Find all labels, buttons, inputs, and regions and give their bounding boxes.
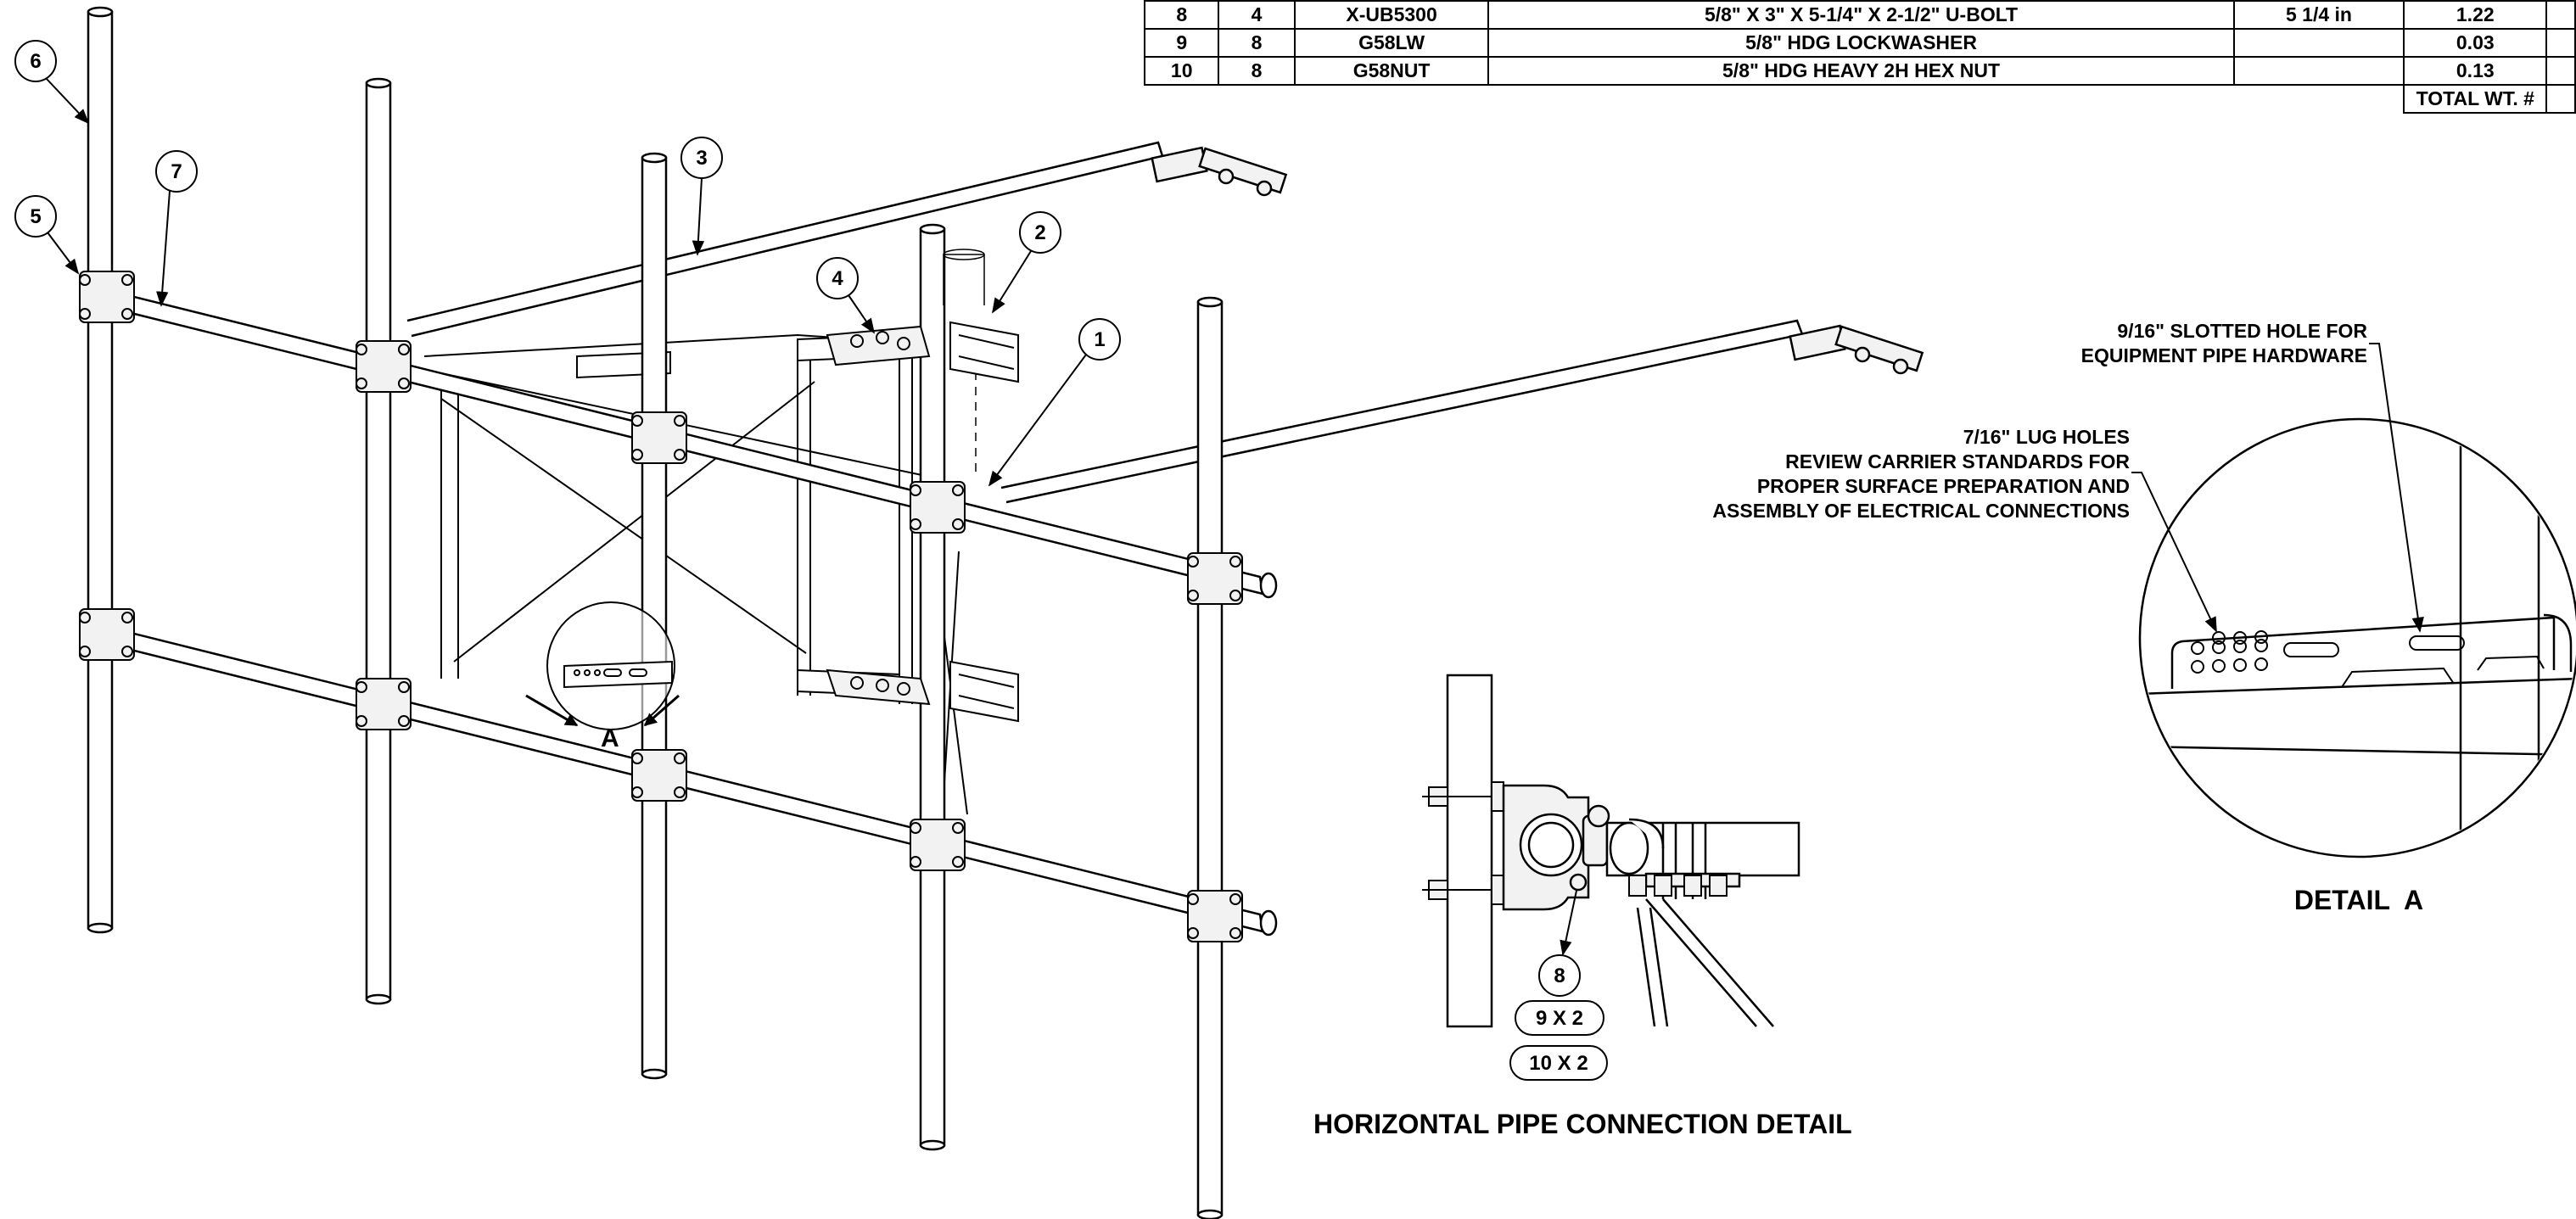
bom-cell: G58LW <box>1293 28 1490 58</box>
bom-cell: G58NUT <box>1293 56 1490 86</box>
balloon-4-label: 4 <box>832 267 843 290</box>
note-lug-holes-line4: ASSEMBLY OF ELECTRICAL CONNECTIONS <box>1712 500 2130 522</box>
balloon-1 <box>988 318 1121 487</box>
connection-callout-item: 8 <box>1554 965 1565 987</box>
balloon-1-label: 1 <box>1094 328 1105 351</box>
table-row: TOTAL WT. # <box>1145 84 2576 114</box>
vertical-pipes <box>87 6 1224 1219</box>
bom-cell: 1.22 <box>2403 0 2548 30</box>
bom-cell <box>2545 28 2576 58</box>
bom-cell: 10 <box>1143 56 1220 86</box>
bom-cell: 0.03 <box>2403 28 2548 58</box>
balloon-3-label: 3 <box>696 147 707 170</box>
connection-detail-title: HORIZONTAL PIPE CONNECTION DETAIL <box>1313 1109 1852 1139</box>
bom-cell: 5 1/4 in <box>2232 0 2405 30</box>
balloon-2 <box>992 211 1061 314</box>
bom-cell: 9 <box>1143 28 1220 58</box>
balloon-5 <box>14 195 80 275</box>
horizontal-pipes <box>92 285 1278 937</box>
clamp <box>631 411 687 464</box>
detail-a-indicator <box>525 601 680 730</box>
bom-cell: 8 <box>1218 28 1296 58</box>
clamp <box>79 271 135 323</box>
note-lug-holes-line1: 7/16" LUG HOLES <box>1963 426 2130 448</box>
bom-cell <box>2545 56 2576 86</box>
clamp <box>356 678 412 730</box>
isometric-mount-assembly <box>79 6 1924 1219</box>
total-weight-label: TOTAL WT. # <box>2403 84 2548 114</box>
note-lug-holes-line2: REVIEW CARRIER STANDARDS FOR <box>1785 450 2130 473</box>
bom-cell <box>2232 56 2405 86</box>
truss-bracing <box>423 333 968 824</box>
clamp <box>1187 890 1243 942</box>
clamp <box>1187 552 1243 605</box>
bom-cell: X-UB5300 <box>1293 0 1490 30</box>
clamp <box>79 608 135 661</box>
connection-callout-qty-10: 10 X 2 <box>1529 1052 1588 1075</box>
clamp <box>910 819 966 871</box>
clamp <box>631 749 687 802</box>
bom-cell: 5/8" X 3" X 5-1/4" X 2-1/2" U-BOLT <box>1487 0 2235 30</box>
crossover-clamps <box>79 271 1243 942</box>
balloon-2-label: 2 <box>1034 221 1045 244</box>
balloon-6 <box>14 40 90 125</box>
table-row: 9 8 G58LW 5/8" HDG LOCKWASHER 0.03 <box>1143 28 2576 58</box>
table-row: 8 4 X-UB5300 5/8" X 3" X 5-1/4" X 2-1/2"… <box>1143 0 2576 30</box>
balloon-callouts <box>14 40 1121 487</box>
hidden-pipe <box>943 249 985 475</box>
balloon-6-label: 6 <box>30 50 41 73</box>
note-lug-holes-line3: PROPER SURFACE PREPARATION AND <box>1757 475 2130 497</box>
bom-cell: 5/8" HDG HEAVY 2H HEX NUT <box>1487 56 2235 86</box>
bom-cell: 8 <box>1143 0 1220 30</box>
detail-a-view <box>2131 343 2576 858</box>
bom-cell: 4 <box>1218 0 1296 30</box>
balloon-4 <box>816 257 876 334</box>
bom-cell <box>2232 28 2405 58</box>
balloon-7-label: 7 <box>171 160 182 183</box>
connection-callout-qty-9: 9 X 2 <box>1536 1007 1583 1030</box>
clamp <box>356 340 412 393</box>
detail-a-marker: A <box>601 724 619 752</box>
bom-cell: 0.13 <box>2403 56 2548 86</box>
clamp <box>910 481 966 534</box>
bom-cell: 8 <box>1218 56 1296 86</box>
detail-a-title: DETAIL A <box>2294 885 2423 915</box>
total-weight-value <box>2545 84 2576 114</box>
balloon-7 <box>155 150 198 307</box>
detail-a-leaders <box>2131 343 2424 633</box>
bom-cell <box>2545 0 2576 30</box>
bill-of-materials-table: 8 4 X-UB5300 5/8" X 3" X 5-1/4" X 2-1/2"… <box>1143 0 2576 114</box>
mounting-plates <box>826 321 1019 723</box>
table-row: 10 8 G58NUT 5/8" HDG HEAVY 2H HEX NUT 0.… <box>1143 56 2576 86</box>
horizontal-pipe-connection-detail <box>1422 674 1800 1081</box>
note-slotted-hole-line2: EQUIPMENT PIPE HARDWARE <box>2081 344 2367 366</box>
balloon-5-label: 5 <box>30 205 41 228</box>
bom-cell: 5/8" HDG LOCKWASHER <box>1487 28 2235 58</box>
note-slotted-hole-line1: 9/16" SLOTTED HOLE FOR <box>2117 320 2367 342</box>
balloon-3 <box>680 137 723 256</box>
